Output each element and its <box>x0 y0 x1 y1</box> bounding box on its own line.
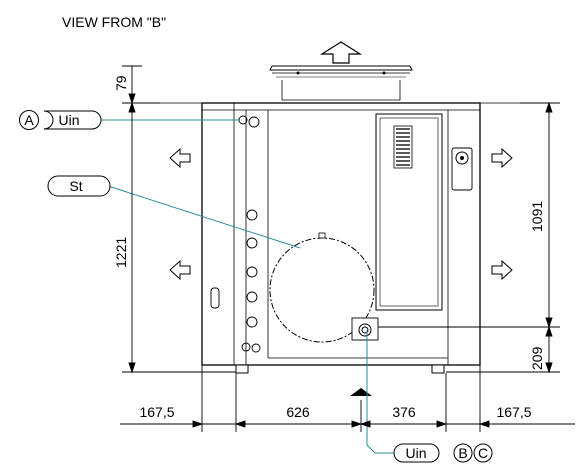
air-inlet-arrow-icon <box>169 147 513 281</box>
fan-housing <box>269 65 413 101</box>
callout-uin-bottom: Uin <box>405 445 426 461</box>
callout-a-uin: A Uin <box>19 110 102 130</box>
dimension-height-right-upper: 1091 <box>529 201 545 232</box>
callout-st-label: St <box>69 178 82 194</box>
dimension-top-offset: 79 <box>113 75 129 91</box>
inlet-arrow-icon <box>350 388 372 396</box>
callout-b-label: B <box>458 445 467 461</box>
dimension-height-right-lower: 209 <box>529 346 545 370</box>
view-title: VIEW FROM "B" <box>62 14 166 30</box>
dimension-width-mid-left: 626 <box>286 404 310 420</box>
callout-a-label: A <box>24 112 34 128</box>
callout-uin-b-c: Uin B C <box>393 443 493 463</box>
unit-cabinet <box>201 102 481 374</box>
dimension-width-left: 167,5 <box>139 404 174 420</box>
leader-lines <box>100 119 398 454</box>
dimension-bottom <box>120 365 575 432</box>
callout-st: St <box>47 175 111 197</box>
dimension-right <box>378 101 560 374</box>
callout-c-label: C <box>478 445 488 461</box>
dimension-width-right: 167,5 <box>496 404 531 420</box>
exhaust-arrow-icon <box>319 41 363 64</box>
dimension-width-mid-right: 376 <box>392 404 416 420</box>
dimension-height-left: 1221 <box>113 237 129 268</box>
dimension-left <box>122 65 236 374</box>
callout-uin-top: Uin <box>58 112 79 128</box>
